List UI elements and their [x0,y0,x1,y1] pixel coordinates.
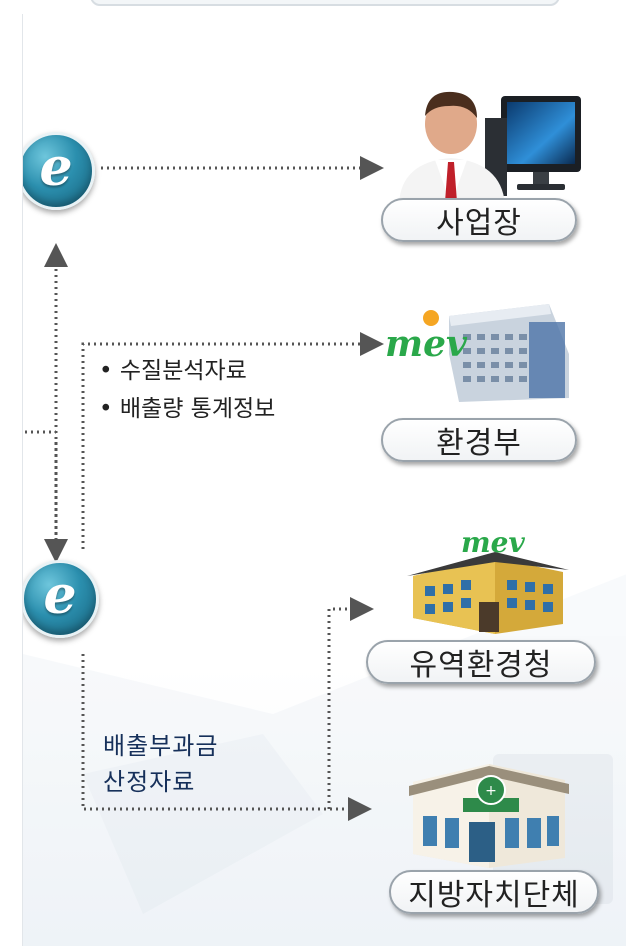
basin-office-node: 유역환경청 [366,640,596,684]
charge-data-note: 배출부과금 산정자료 [103,728,218,800]
internet-explorer-icon: e [23,132,95,210]
connector-branch-basin [327,597,374,809]
connector-ie2-ministry [81,332,384,549]
ministry-building-icon: mev [385,304,569,402]
local-government-building-icon: + [409,764,569,868]
local-government-label: 지방자치단체 [408,878,580,913]
mev-logo: mev [385,323,468,365]
list-item: • 수질분석자료 [99,358,247,384]
workplace-node: 사업장 [381,198,577,242]
ministry-node: 환경부 [381,418,577,462]
ministry-data-list: • 수질분석자료 • 배출량 통계정보 [99,352,275,428]
diagram-canvas: 사업장 mev 환경부 mev 유역환경청 [22,14,626,946]
top-frame-bar [90,0,560,6]
svg-text:+: + [485,783,497,799]
basin-office-label: 유역환경청 [409,648,553,683]
mev-logo-small: mev [461,526,525,559]
ie-glyph: e [39,137,73,198]
workplace-label: 사업장 [436,206,522,241]
internet-explorer-icon: e [23,560,99,638]
ministry-label: 환경부 [436,426,522,461]
list-item: • 배출량 통계정보 [99,396,276,422]
local-government-node: 지방자치단체 [389,870,599,914]
ie-glyph: e [43,565,77,626]
connector-layer [23,156,384,821]
basin-office-building-icon: mev [407,526,569,634]
note-line: 배출부과금 [103,732,219,760]
businessman-computer-icon [399,91,581,204]
note-line: 산정자료 [103,768,196,796]
